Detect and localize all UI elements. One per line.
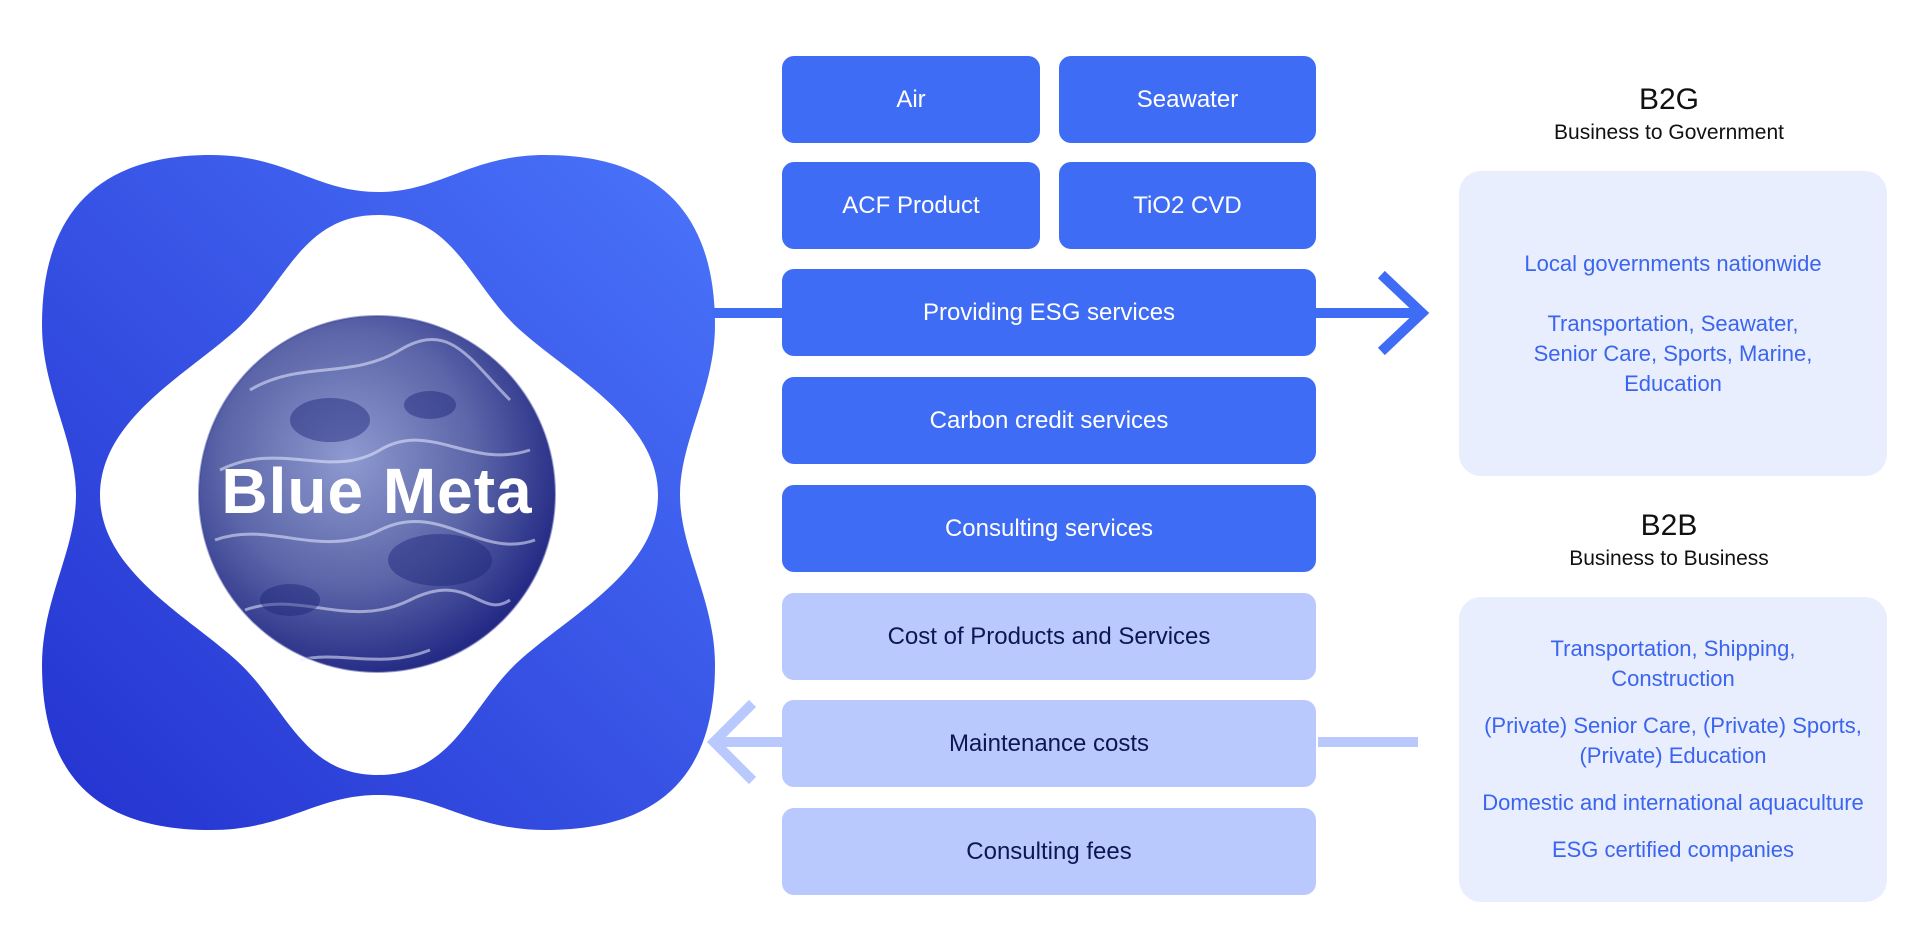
service-acf-product: ACF Product xyxy=(782,162,1040,249)
b2g-item: Local governments nationwide xyxy=(1524,250,1822,276)
service-carbon-credit: Carbon credit services xyxy=(782,377,1316,464)
service-air: Air xyxy=(782,56,1040,143)
service-air-label: Air xyxy=(896,85,926,113)
b2g-title: Business to Government xyxy=(1554,121,1784,144)
service-acf-product-label: ACF Product xyxy=(842,191,980,219)
b2b-item: Domestic and international aquaculture xyxy=(1482,790,1864,815)
b2g-code: B2G xyxy=(1638,83,1700,116)
revenue-cost-of-products: Cost of Products and Services xyxy=(782,593,1316,680)
arrow-right-head xyxy=(1377,270,1430,356)
service-providing-esg-label: Providing ESG services xyxy=(922,298,1176,326)
service-seawater: Seawater xyxy=(1059,56,1316,143)
blue-meta-logo xyxy=(42,155,715,830)
b2g-panel: Local governments nationwide Transportat… xyxy=(1459,171,1887,476)
service-carbon-credit-label: Carbon credit services xyxy=(929,406,1169,434)
logo-brand-text: Blue Meta xyxy=(221,455,533,527)
b2g-item: Transportation, Seawater, Senior Care, S… xyxy=(1533,310,1813,396)
b2b-item: Transportation, Shipping, Construction xyxy=(1550,636,1796,691)
arrow-left-head xyxy=(706,699,757,785)
b2b-item: ESG certified companies xyxy=(1551,837,1795,862)
b2b-item: (Private) Senior Care, (Private) Sports,… xyxy=(1484,713,1862,768)
b2b-heading: B2B Business to Business xyxy=(1459,508,1879,574)
b2g-heading: B2G Business to Government xyxy=(1459,82,1879,148)
revenue-cost-of-products-label: Cost of Products and Services xyxy=(887,622,1211,650)
revenue-consulting-fees: Consulting fees xyxy=(782,808,1316,895)
service-tio2-cvd-label: TiO2 CVD xyxy=(1133,191,1242,219)
service-providing-esg: Providing ESG services xyxy=(782,269,1316,356)
b2b-code: B2B xyxy=(1640,509,1698,542)
service-consulting-label: Consulting services xyxy=(944,514,1154,542)
b2b-panel: Transportation, Shipping, Construction (… xyxy=(1459,597,1887,902)
b2b-title: Business to Business xyxy=(1569,547,1769,570)
service-consulting: Consulting services xyxy=(782,485,1316,572)
service-tio2-cvd: TiO2 CVD xyxy=(1059,162,1316,249)
revenue-maintenance-costs-label: Maintenance costs xyxy=(948,729,1150,757)
revenue-maintenance-costs: Maintenance costs xyxy=(782,700,1316,787)
earth-globe xyxy=(199,316,555,672)
service-seawater-label: Seawater xyxy=(1136,85,1239,113)
revenue-consulting-fees-label: Consulting fees xyxy=(966,837,1132,865)
